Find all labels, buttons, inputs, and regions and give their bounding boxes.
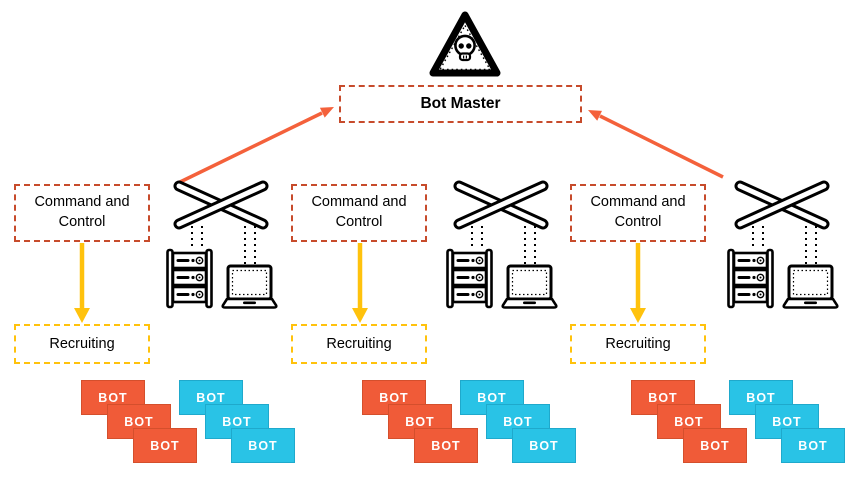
bot-stack-orange-2: BOT BOT BOT bbox=[362, 380, 480, 465]
recruiting-box-1: Recruiting bbox=[14, 324, 150, 364]
arrow-cc-to-recruiting-middle bbox=[352, 243, 368, 323]
recruiting-box-3: Recruiting bbox=[570, 324, 706, 364]
bot-stack-cyan-1: BOT BOT BOT bbox=[179, 380, 297, 465]
bot-stack-orange-1: BOT BOT BOT bbox=[81, 380, 199, 465]
arrow-cc-to-recruiting-right bbox=[630, 243, 646, 323]
bot-master-label: Bot Master bbox=[420, 95, 501, 112]
arrow-left-switch-to-bot-master bbox=[177, 107, 334, 185]
command-and-control-label: Command and Control bbox=[34, 194, 130, 230]
bot-box: BOT bbox=[133, 428, 197, 463]
bot-master-box: Bot Master bbox=[339, 85, 582, 123]
arrow-right-switch-to-bot-master bbox=[588, 110, 724, 179]
recruiting-label: Recruiting bbox=[49, 336, 115, 352]
command-and-control-box-2: Command and Control bbox=[291, 184, 427, 242]
bot-box: BOT bbox=[414, 428, 478, 463]
recruiting-label: Recruiting bbox=[326, 336, 392, 352]
bot-box: BOT bbox=[781, 428, 845, 463]
network-switch-cluster-3 bbox=[727, 178, 847, 310]
bot-stack-cyan-3: BOT BOT BOT bbox=[729, 380, 847, 465]
network-switch-cluster-1 bbox=[166, 178, 286, 310]
command-and-control-label: Command and Control bbox=[311, 194, 407, 230]
network-switch-cluster-2 bbox=[446, 178, 566, 310]
skull-warning-icon bbox=[429, 11, 501, 77]
bot-box: BOT bbox=[683, 428, 747, 463]
bot-box: BOT bbox=[231, 428, 295, 463]
bot-stack-orange-3: BOT BOT BOT bbox=[631, 380, 749, 465]
recruiting-label: Recruiting bbox=[605, 336, 671, 352]
bot-stack-cyan-2: BOT BOT BOT bbox=[460, 380, 578, 465]
recruiting-box-2: Recruiting bbox=[291, 324, 427, 364]
arrow-cc-to-recruiting-left bbox=[74, 243, 90, 323]
command-and-control-box-3: Command and Control bbox=[570, 184, 706, 242]
command-and-control-box-1: Command and Control bbox=[14, 184, 150, 242]
command-and-control-label: Command and Control bbox=[590, 194, 686, 230]
bot-box: BOT bbox=[512, 428, 576, 463]
